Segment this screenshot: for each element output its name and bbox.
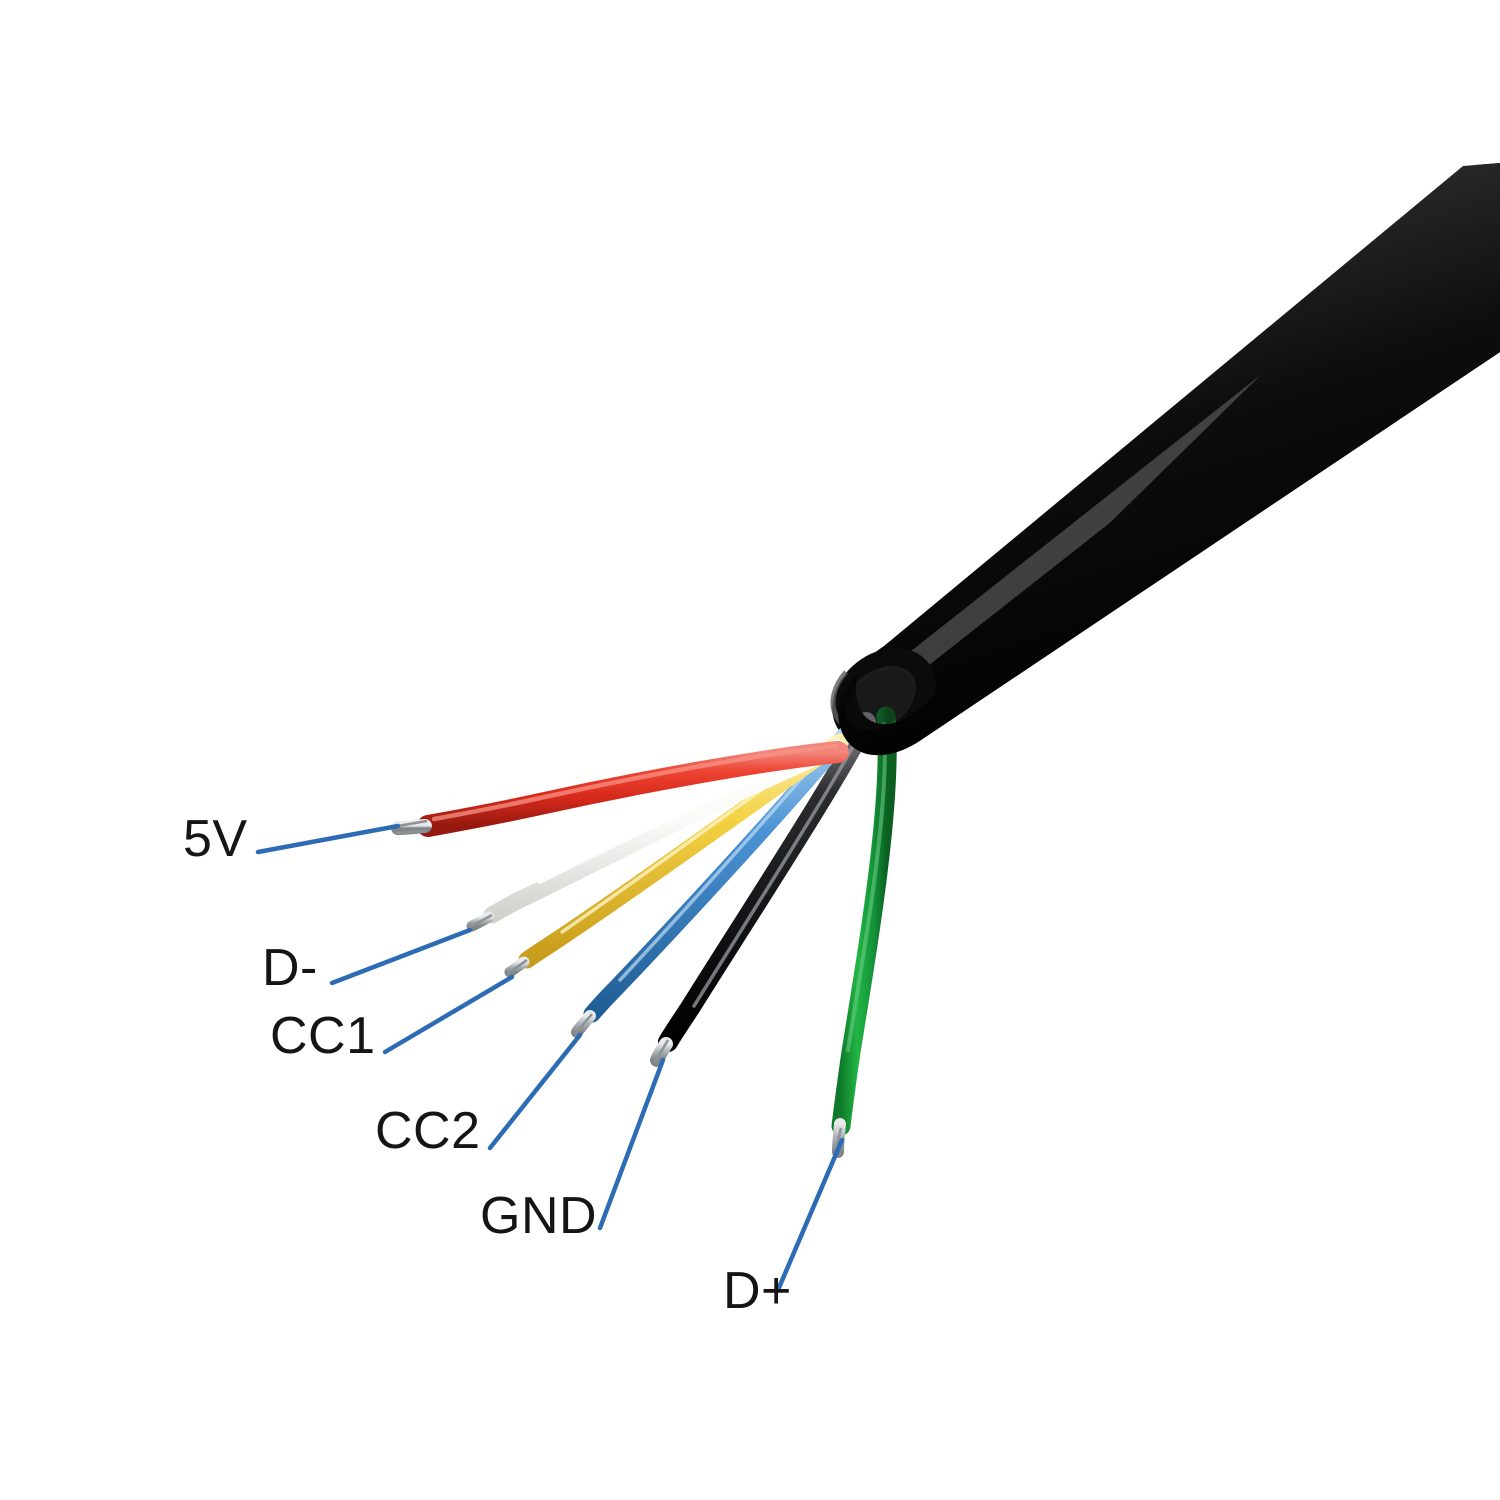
label-cc1: CC1 [270,1007,376,1065]
leader-lines [255,823,845,1293]
leader-line-d-plus [775,1137,845,1293]
label-d-minus: D- [262,939,318,997]
wire-5v [391,741,849,837]
label-d-plus: D+ [723,1262,792,1320]
leader-line-5v [255,823,401,855]
leader-line-cc1 [382,974,515,1055]
label-gnd: GND [480,1187,598,1245]
leader-line-gnd [597,1057,666,1231]
label-5v: 5V [183,810,248,868]
leader-line-cc2 [487,1032,583,1151]
label-cc2: CC2 [375,1102,481,1160]
jacket-mouth-overlay [838,163,1500,756]
leader-line-d-minus [329,927,473,986]
